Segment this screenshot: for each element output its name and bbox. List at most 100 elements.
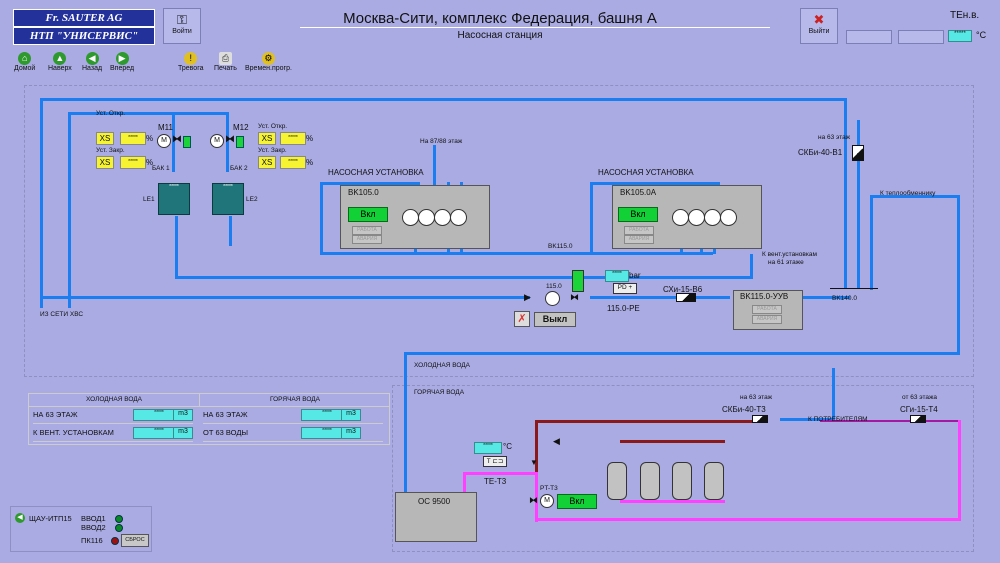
pipe [40,98,43,308]
heater-2[interactable] [640,462,660,500]
vk105-0-fault-indicator: АВАРИЯ [352,235,382,244]
status-back-icon[interactable]: ◀ [15,513,25,523]
on-63-label-2: на 63 этаж [740,394,773,401]
heater-3[interactable] [672,462,692,500]
pipe [620,500,725,503]
alarm-icon: ! [184,52,198,65]
pipe [175,276,753,279]
pt-t3-arrow-icon: ▼ [530,458,538,467]
heater-1[interactable] [607,462,627,500]
nav-print-button[interactable]: ⎙ Печать [214,52,237,72]
tank-2[interactable]: ***** [212,183,244,215]
pipe [68,112,228,115]
pump-icon[interactable] [450,209,467,226]
m12-status-led [236,136,244,148]
pipe [40,296,530,299]
te-t3-label: TE-T3 [484,477,507,486]
pump-icon[interactable] [418,209,435,226]
pipe [780,418,835,421]
to-heat-label: К теплообменнику [880,190,936,197]
pipe [750,254,753,279]
pt-t3-valve-icon[interactable]: ⧓ [529,495,538,505]
pipe [463,472,538,475]
login-button[interactable]: ⚿ Войти [163,8,201,44]
m11-motor-icon[interactable]: M [157,134,171,148]
bak1-label: БАК 1 [152,165,170,172]
pressure-unit: bar [629,271,641,280]
m12-valve-icon[interactable]: ⧓ [225,134,235,145]
close-setpoint-2[interactable]: ***** [280,156,306,169]
flow-meter-b1-icon[interactable] [852,145,864,161]
pipe [175,216,178,278]
reset-button[interactable]: СБРОС [121,534,149,547]
pipe [404,352,407,492]
valve-icon[interactable]: ⧓ [570,292,579,302]
pipe [463,472,466,500]
flow-meter-t4-icon[interactable] [910,415,926,423]
m12-motor-icon[interactable]: M [210,134,224,148]
close-setpoint-1[interactable]: ***** [120,156,146,169]
tank-1[interactable]: ***** [158,183,190,215]
sgi-t4-label: СГи-15-Т4 [900,405,938,414]
vk105-0a-on-button[interactable]: Вкл [618,207,658,222]
te-t3-sensor[interactable]: T ⊏⊐ [483,456,507,467]
pump-icon[interactable] [402,209,419,226]
heater-4[interactable] [704,462,724,500]
pipe [320,252,610,255]
oc9500-unit[interactable] [395,492,477,542]
exit-icon: ✖ [813,12,825,27]
pipe [820,420,960,422]
logout-button[interactable]: ✖ Выйти [800,8,838,44]
xs-indicator-1: XS [96,132,114,145]
pipe [229,216,232,246]
skbi-t3-label: СКБи-40-Т3 [722,405,766,414]
table-row: НА 63 ЭТАЖ [203,407,383,424]
arrow-right-icon: ▶ [115,52,129,65]
page-subtitle: Насосная станция [457,30,543,41]
table-row: НА 63 ЭТАЖ [33,407,193,424]
nav-back-button[interactable]: ◀ Назад [82,52,103,72]
nav-up-button[interactable]: ▲ Наверх [48,52,72,72]
flow-meter-icon[interactable] [676,293,696,302]
meter-unit: m3 [173,427,193,439]
input1-label: ВВОД1 [81,514,106,523]
header-field-2 [898,30,944,44]
open-setpoint-2[interactable]: ***** [280,132,306,145]
pump-icon[interactable] [672,209,689,226]
vk105-0a-label: BK105.0A [620,188,657,197]
cold-water-panel [24,85,974,377]
m11-status-led [183,136,191,148]
pipe [590,182,593,254]
pump-icon[interactable] [688,209,705,226]
pt-t3-motor-icon[interactable]: M [540,494,554,508]
nav-schedule-button[interactable]: ⚙ Времен.прогр. [245,52,292,72]
pipe [608,252,713,255]
title-divider [300,27,770,28]
nav-forward-button[interactable]: ▶ Вперед [110,52,135,72]
open-setpoint-1[interactable]: ***** [120,132,146,145]
vk105-0-on-button[interactable]: Вкл [348,207,388,222]
pipe [800,296,850,299]
pipe [535,472,538,522]
pump-115-icon[interactable] [545,291,560,306]
pump-icon[interactable] [720,209,737,226]
pk-label: ПК116 [81,536,103,545]
pipe [320,182,420,185]
m11-valve-icon[interactable]: ⧓ [172,134,182,145]
meter-value: ***** [301,427,353,439]
pump-115-off-button[interactable]: Выкл [534,312,576,327]
pump-group-label-1: НАСОСНАЯ УСТАНОВКА [328,168,424,177]
pt-t3-on-button[interactable]: Вкл [557,494,597,509]
uuv-run-indicator: РАБОТА [752,305,782,314]
level-switch-icon [572,270,584,292]
pump-icon[interactable] [434,209,451,226]
teb-label: TEн.в. [950,10,980,21]
status-panel: ◀ ЩАУ-ИТП15 ВВОД1 ВВОД2 ПК116 СБРОС [10,506,152,552]
te-t3-unit: °C [503,442,512,451]
panel-label[interactable]: ЩАУ-ИТП15 [29,514,72,523]
flow-meter-t3-icon[interactable] [752,415,768,423]
nav-alarm-button[interactable]: ! Тревога [178,52,204,72]
nav-home-button[interactable]: ⌂ Домой [14,52,36,72]
pump-icon[interactable] [704,209,721,226]
pd-sensor[interactable]: PD + [613,283,637,294]
